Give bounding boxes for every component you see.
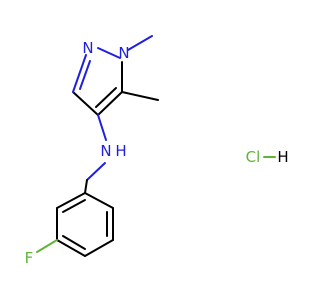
bond-ch2-aryl: [84, 179, 88, 194]
bond-n2-n1: [97, 47, 121, 59]
bond-n1-methyl: [127, 35, 153, 51]
bond-ar1-ar2: [84, 192, 114, 209]
atom-h-amine: H: [115, 142, 126, 160]
bond-c3-n2: [72, 54, 87, 93]
structure-canvas: N N N H F Cl H: [25, 35, 289, 267]
bond-ar6-ar1: [56, 192, 86, 209]
bond-c3-n2-double: [79, 60, 91, 90]
atom-hydrogen-hcl: H: [277, 148, 288, 166]
bond-ar4-ar5-inner: [62, 235, 86, 250]
bond-c5-c4-double: [95, 87, 117, 108]
bond-ar4-ar5: [56, 239, 86, 257]
atom-n-ring: N: [82, 39, 93, 57]
bond-c5-c4: [97, 91, 123, 116]
bond-nh-ch2: [86, 162, 106, 181]
bond-ar6-ar1-inner: [62, 199, 86, 213]
bond-c5-methyl: [121, 91, 159, 101]
atom-n-amine: N: [100, 142, 111, 160]
bond-c4-nh: [97, 114, 107, 141]
bond-ar3-ar4: [84, 239, 114, 257]
atom-fluorine: F: [25, 249, 34, 267]
atom-n-methyl: N: [118, 44, 129, 62]
atom-chlorine: Cl: [246, 148, 261, 166]
bond-c-f: [36, 239, 58, 253]
bond-c4-c3: [72, 91, 99, 116]
